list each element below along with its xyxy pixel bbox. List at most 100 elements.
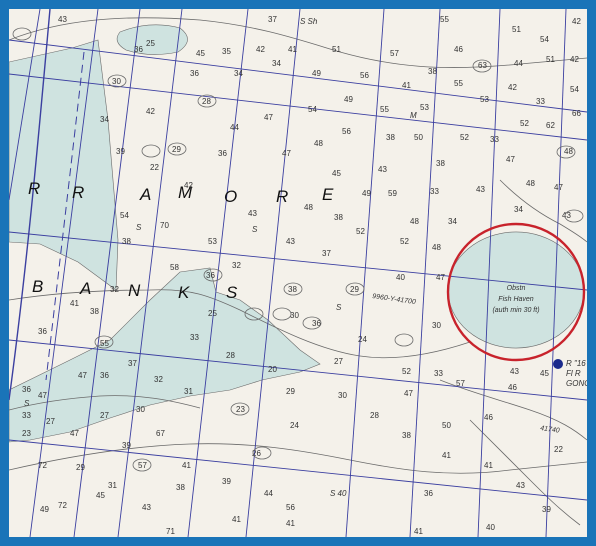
sounding: 39 <box>222 477 231 486</box>
sounding: 67 <box>156 429 165 438</box>
area-name: R R A M O R E B A N K S <box>28 179 333 302</box>
nautical-chart[interactable]: Obstn Fish Haven (auth min 30 ft) R "16 … <box>9 9 587 537</box>
sounding: 71 <box>166 527 175 536</box>
area-letter: N <box>128 281 141 300</box>
area-letter: K <box>178 283 190 302</box>
area-letter: B <box>32 277 44 296</box>
sounding: 49 <box>40 505 49 514</box>
gong-buoy[interactable]: R "16 Fl R GONG <box>553 359 587 388</box>
sounding: 33 <box>536 97 545 106</box>
sounding: 38 <box>122 237 131 246</box>
sounding: 56 <box>360 71 369 80</box>
sounding: 52 <box>402 367 411 376</box>
sounding: 29 <box>172 145 181 154</box>
sounding: 55 <box>440 15 449 24</box>
shoal-upper <box>116 24 188 55</box>
sounding: 40 <box>396 273 405 282</box>
sounding: 52 <box>356 227 365 236</box>
sounding: 51 <box>512 25 521 34</box>
fish-haven-line3: (auth min 30 ft) <box>492 307 539 314</box>
sounding: 38 <box>428 67 437 76</box>
loran-label: 9960-Y-41700 <box>372 293 417 306</box>
sounding: 52 <box>520 119 529 128</box>
range-arcs <box>9 9 85 401</box>
sounding: 28 <box>226 351 235 360</box>
sounding: 22 <box>554 445 563 454</box>
seabed-notes: S Sh M S S S S S 40 <box>24 17 417 498</box>
sounding: 38 <box>90 307 99 316</box>
sounding: 48 <box>304 203 313 212</box>
sounding: 30 <box>432 321 441 330</box>
sounding: 36 <box>22 385 31 394</box>
sounding: 39 <box>116 147 125 156</box>
sounding: 34 <box>234 69 243 78</box>
sounding: 72 <box>58 501 67 510</box>
seabed-note: S <box>252 225 258 234</box>
buoy-icon[interactable] <box>553 359 563 369</box>
buoy-label-line3: GONG <box>566 379 587 388</box>
sounding: 39 <box>542 505 551 514</box>
sounding: 48 <box>410 217 419 226</box>
sounding: 38 <box>402 431 411 440</box>
sounding: 41 <box>414 527 423 536</box>
sounding: 33 <box>22 411 31 420</box>
sounding: 38 <box>176 483 185 492</box>
sounding: 55 <box>454 79 463 88</box>
sounding: 37 <box>322 249 331 258</box>
sounding: 43 <box>58 15 67 24</box>
sounding: 34 <box>100 115 109 124</box>
sounding: 42 <box>146 107 155 116</box>
sounding: 33 <box>490 135 499 144</box>
buoy-label-line1: R "16 <box>566 359 586 368</box>
sounding: 36 <box>424 489 433 498</box>
seabed-note: S <box>24 399 30 408</box>
sounding: 49 <box>344 95 353 104</box>
area-letter: A <box>139 185 152 204</box>
sounding: 42 <box>256 45 265 54</box>
sounding: 29 <box>286 387 295 396</box>
fish-haven-line1: Obstn <box>507 285 526 292</box>
sounding: 36 <box>134 45 143 54</box>
sounding: 58 <box>170 263 179 272</box>
sounding: 38 <box>386 133 395 142</box>
sounding: 29 <box>350 285 359 294</box>
sounding: 72 <box>38 461 47 470</box>
sounding: 33 <box>190 333 199 342</box>
sounding: 37 <box>128 359 137 368</box>
area-letter: R <box>28 179 41 198</box>
sounding: 56 <box>342 127 351 136</box>
sounding: 43 <box>378 165 387 174</box>
sounding: 47 <box>78 371 87 380</box>
fish-haven-circle[interactable] <box>446 222 586 362</box>
sounding: 42 <box>570 55 579 64</box>
sounding: 43 <box>476 185 485 194</box>
sounding: 54 <box>540 35 549 44</box>
fish-haven-line2: Fish Haven <box>498 296 534 303</box>
sounding: 43 <box>248 209 257 218</box>
sounding: 51 <box>332 45 341 54</box>
sounding: 52 <box>400 237 409 246</box>
sounding: 41 <box>232 515 241 524</box>
fish-haven[interactable]: Obstn Fish Haven (auth min 30 ft) <box>446 222 586 362</box>
sounding: 30 <box>290 311 299 320</box>
sounding: 42 <box>184 181 193 190</box>
sounding: 38 <box>288 285 297 294</box>
sounding: 47 <box>436 273 445 282</box>
sounding: 45 <box>196 49 205 58</box>
area-letter: S <box>226 283 238 302</box>
sounding: 29 <box>76 463 85 472</box>
sounding: 36 <box>100 371 109 380</box>
sounding: 36 <box>38 327 47 336</box>
sounding: 39 <box>122 441 131 450</box>
sounding: 34 <box>448 217 457 226</box>
sounding: 38 <box>436 159 445 168</box>
sounding: 43 <box>286 237 295 246</box>
sounding: 46 <box>484 413 493 422</box>
sounding: 27 <box>334 357 343 366</box>
sounding: 47 <box>554 183 563 192</box>
sounding: 50 <box>442 421 451 430</box>
sounding: 49 <box>362 189 371 198</box>
sounding: 43 <box>142 503 151 512</box>
sounding: 30 <box>338 391 347 400</box>
